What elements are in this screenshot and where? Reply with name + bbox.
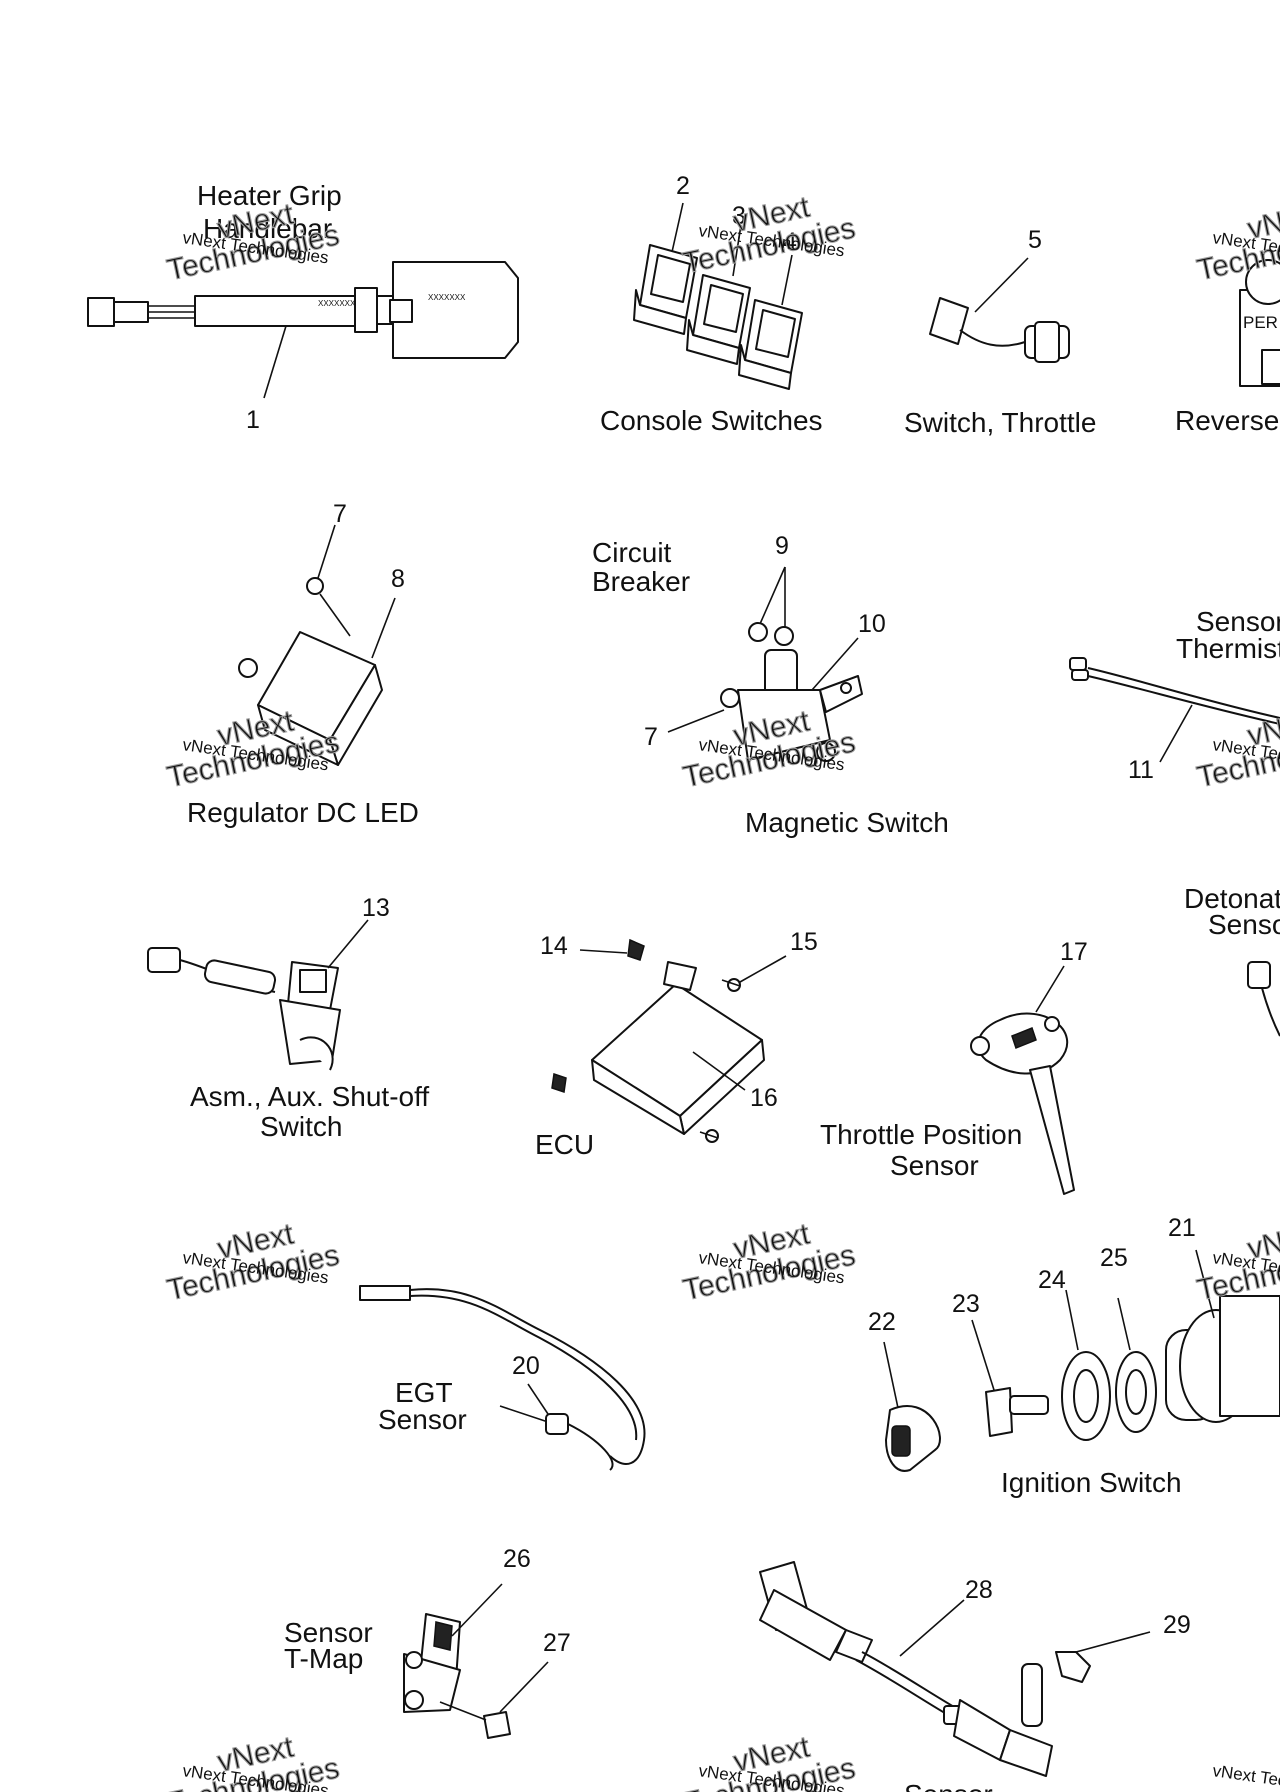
callout-27: 27: [543, 1629, 571, 1657]
aux-switch-label-line1: Asm., Aux. Shut-off: [190, 1081, 429, 1112]
egt-sensor-part: [359, 1285, 646, 1471]
callout-21: 21: [1168, 1214, 1196, 1242]
reverse-label: Reverse: [1175, 405, 1279, 436]
ecu-label: ECU: [535, 1129, 594, 1160]
thermistor-label: Thermistor: [1176, 633, 1280, 664]
throttle-position-sensor-part: [970, 965, 1075, 1195]
svg-text:vNext: vNext: [1245, 704, 1280, 752]
per-marking-text: PER: [1243, 313, 1278, 332]
svg-text:vNext Technologies: vNext Technologies: [1211, 1761, 1280, 1792]
bottom-sensor-part: [759, 1561, 1151, 1777]
egt-label-line1: EGT: [395, 1377, 453, 1408]
callout-17: 17: [1060, 938, 1088, 966]
callout-25: 25: [1100, 1244, 1128, 1272]
callout-22: 22: [868, 1308, 896, 1336]
sensor-tmap-label-line2: T-Map: [284, 1643, 363, 1674]
aux-shutoff-switch-part: [147, 919, 369, 1071]
tps-label-line1: Throttle Position: [820, 1119, 1022, 1150]
handlebar-label: Handlebar: [203, 213, 332, 244]
callout-4: 4: [783, 228, 797, 256]
callout-10: 10: [858, 610, 886, 638]
detonation-sensor-label: Sensor: [1208, 909, 1280, 940]
heater-grip-part: XXXXXXX XXXXXXX: [87, 261, 519, 399]
grip-plate-marking-text: XXXXXXX: [428, 293, 466, 302]
watermark-10: Technologies vNext vNext Technologies: [164, 1730, 343, 1792]
magnetic-switch-label: Magnetic Switch: [745, 807, 949, 838]
watermark-8: Technologies vNext vNext Technologies: [680, 1217, 859, 1308]
callout-16: 16: [750, 1084, 778, 1112]
callout-3: 3: [732, 202, 746, 230]
detonation-sensor-part: [1247, 961, 1280, 1037]
sensor-top-label: Sensor: [1196, 606, 1280, 637]
console-switch-parts: [633, 202, 803, 390]
switch-throttle-label: Switch, Throttle: [904, 407, 1096, 438]
callout-2: 2: [676, 172, 690, 200]
callout-23: 23: [952, 1290, 980, 1318]
throttle-switch-part: [929, 257, 1070, 363]
sensor-bottom-label: Sensor: [904, 1779, 993, 1792]
callout-26: 26: [503, 1545, 531, 1573]
callout-7b: 7: [644, 723, 658, 751]
detonation-label: Detonation: [1184, 883, 1280, 914]
callout-5: 5: [1028, 226, 1042, 254]
regulator-label: Regulator DC LED: [187, 797, 419, 828]
callout-15: 15: [790, 928, 818, 956]
tmap-sensor-part: [403, 1583, 549, 1739]
callout-28: 28: [965, 1576, 993, 1604]
watermark-12: vNext Technologies: [1211, 1761, 1280, 1792]
circuit-label: Circuit: [592, 537, 672, 568]
callout-13: 13: [362, 894, 390, 922]
aux-switch-label-line2: Switch: [260, 1111, 342, 1142]
ecu-part: [551, 938, 787, 1143]
heater-grip-label: Heater Grip: [197, 180, 342, 211]
watermark-6: Technologies vNext vNext Technologies: [1194, 704, 1280, 795]
callout-20: 20: [512, 1352, 540, 1380]
ignition-switch-parts: [883, 1249, 1280, 1472]
callout-14: 14: [540, 932, 568, 960]
watermark-9: Technologies vNext vNext Technologies: [1194, 1217, 1280, 1308]
watermark-11: Technologies vNext vNext Technologies: [680, 1730, 859, 1792]
egt-label-line2: Sensor: [378, 1404, 467, 1435]
callout-7a: 7: [333, 500, 347, 528]
watermark-7: Technologies vNext vNext Technologies: [164, 1217, 343, 1308]
callout-11: 11: [1128, 756, 1154, 784]
thermistor-sensor-part: [1069, 657, 1280, 763]
ignition-switch-label: Ignition Switch: [1001, 1467, 1182, 1498]
callout-9: 9: [775, 532, 789, 560]
reverse-switch-part: PER: [1239, 259, 1280, 387]
callout-8: 8: [391, 565, 405, 593]
breaker-label: Breaker: [592, 566, 690, 597]
console-switches-label: Console Switches: [600, 405, 823, 436]
tps-label-line2: Sensor: [890, 1150, 979, 1181]
watermark-5: Technologies vNext vNext Technologies: [680, 704, 859, 795]
callout-24: 24: [1038, 1266, 1066, 1294]
sensor-tmap-label-line1: Sensor: [284, 1617, 373, 1648]
grip-marking-text: XXXXXXX: [318, 299, 356, 308]
callout-1: 1: [246, 406, 260, 434]
regulator-part: [238, 524, 396, 766]
magnetic-switch-part: [667, 566, 863, 762]
callout-29: 29: [1163, 1611, 1191, 1639]
watermark-2: Technologies vNext vNext Technologies: [680, 190, 859, 281]
